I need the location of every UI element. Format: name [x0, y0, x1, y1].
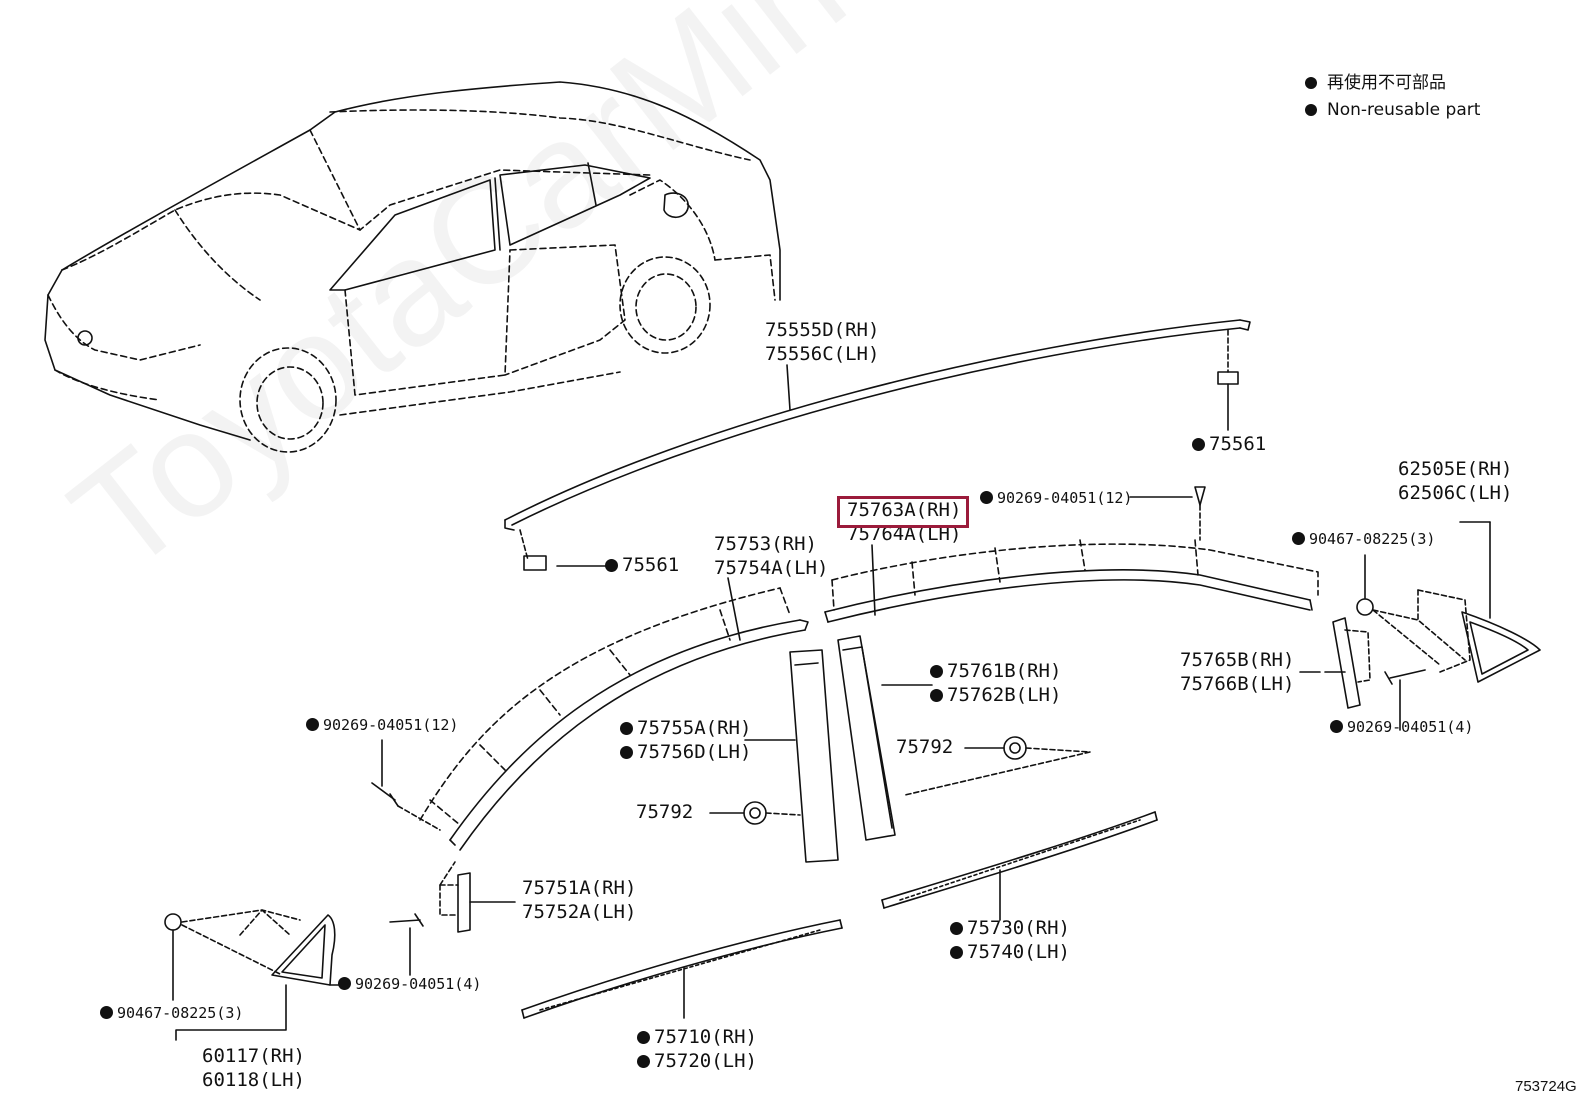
legend-ja-text: 再使用不可部品 [1327, 73, 1446, 93]
label-90269-top[interactable]: 90269-04051(12) [980, 486, 1132, 510]
non-reusable-dot-icon [637, 1055, 650, 1068]
non-reusable-dot-icon [1330, 720, 1343, 733]
rear-belt-molding-75730 [881, 811, 1158, 909]
rear-door-frame-molding [824, 569, 1313, 623]
non-reusable-dot-icon [950, 946, 963, 959]
non-reusable-dot-icon [620, 722, 633, 735]
front-pillar-piece-75751 [457, 872, 471, 933]
clip-75561-left [523, 555, 547, 571]
label-75561-left[interactable]: 75561 [605, 553, 679, 577]
non-reusable-dot-icon [1292, 532, 1305, 545]
label-75761-lh: 75762B(LH) [947, 684, 1062, 706]
legend-ja: 再使用不可部品 [1305, 70, 1480, 97]
figure-number: 753724G [1515, 1078, 1577, 1095]
label-90269-left[interactable]: 90269-04051(12) [306, 713, 458, 737]
label-75792-right-text: 75792 [896, 736, 954, 758]
non-reusable-dot-icon [306, 718, 319, 731]
label-90269-left-text: 90269-04051(12) [323, 716, 459, 734]
label-90467-right[interactable]: 90467-08225(3) [1292, 527, 1435, 551]
label-75555-rh: 75555D(RH) [765, 319, 880, 341]
label-75753-rh: 75753(RH) [714, 533, 817, 555]
label-90467-left[interactable]: 90467-08225(3) [100, 1001, 243, 1025]
label-75763-rh: 75763A(RH) [847, 499, 962, 521]
label-60117-lh: 60118(LH) [202, 1069, 305, 1091]
non-reusable-dot-icon [338, 977, 351, 990]
front-door-frame-molding [449, 619, 809, 851]
label-75761[interactable]: 75761B(RH)75762B(LH) [930, 659, 1061, 707]
label-90269-right-text: 90269-04051(4) [1347, 718, 1474, 736]
label-75730-rh: 75730(RH) [967, 917, 1070, 939]
label-75561-top[interactable]: 75561 [1192, 432, 1266, 456]
label-75710-rh: 75710(RH) [654, 1026, 757, 1048]
clip-90467-right [1356, 598, 1374, 616]
label-75751-rh: 75751A(RH) [522, 877, 637, 899]
label-90269-bottom-text: 90269-04051(4) [355, 975, 482, 993]
non-reusable-dot-icon [1305, 77, 1317, 89]
label-75755[interactable]: 75755A(RH)75756D(LH) [620, 716, 751, 764]
car-outline-illustration [44, 81, 781, 453]
label-75710[interactable]: 75710(RH)75720(LH) [637, 1025, 757, 1073]
label-62505[interactable]: 62505E(RH)62506C(LH) [1398, 457, 1512, 505]
label-75792-left[interactable]: 75792 [636, 800, 693, 824]
rear-pillar-piece-75765 [1332, 617, 1361, 709]
non-reusable-dot-icon [1192, 438, 1205, 451]
pillar-garnish-75761 [837, 635, 896, 841]
non-reusable-dot-icon [620, 746, 633, 759]
label-75792-right[interactable]: 75792 [896, 735, 953, 759]
label-75710-lh: 75720(LH) [654, 1050, 757, 1072]
label-75555[interactable]: 75555D(RH)75556C(LH) [765, 318, 879, 366]
non-reusable-dot-icon [605, 559, 618, 572]
label-75765-lh: 75766B(LH) [1180, 673, 1295, 695]
label-62505-lh: 62506C(LH) [1398, 482, 1513, 504]
label-75730[interactable]: 75730(RH)75740(LH) [950, 916, 1070, 964]
label-75751[interactable]: 75751A(RH)75752A(LH) [522, 876, 636, 924]
label-75751-lh: 75752A(LH) [522, 901, 637, 923]
non-reusable-dot-icon [100, 1006, 113, 1019]
label-75792-left-text: 75792 [636, 801, 694, 823]
label-75765[interactable]: 75765B(RH)75766B(LH) [1180, 648, 1294, 696]
label-75753-lh: 75754A(LH) [714, 557, 829, 579]
non-reusable-dot-icon [637, 1031, 650, 1044]
label-90269-bottom[interactable]: 90269-04051(4) [338, 972, 481, 996]
label-90269-right[interactable]: 90269-04051(4) [1330, 715, 1473, 739]
clip-75561-top [1217, 371, 1239, 385]
label-60117[interactable]: 60117(RH)60118(LH) [202, 1044, 305, 1092]
label-75753[interactable]: 75753(RH)75754A(LH) [714, 532, 828, 580]
non-reusable-dot-icon [930, 665, 943, 678]
label-90467-right-text: 90467-08225(3) [1309, 530, 1436, 548]
clip-75792-right [1003, 736, 1027, 760]
non-reusable-dot-icon [1305, 104, 1317, 116]
label-75555-lh: 75556C(LH) [765, 343, 880, 365]
non-reusable-dot-icon [950, 922, 963, 935]
label-75765-rh: 75765B(RH) [1180, 649, 1295, 671]
label-75763[interactable]: 75763A(RH)75764A(LH) [847, 498, 961, 546]
pillar-garnish-75755 [789, 649, 839, 863]
label-62505-rh: 62505E(RH) [1398, 458, 1513, 480]
label-60117-rh: 60117(RH) [202, 1045, 305, 1067]
legend: 再使用不可部品 Non-reusable part [1305, 70, 1480, 124]
label-75755-lh: 75756D(LH) [637, 741, 752, 763]
highlight-box-75763 [837, 496, 969, 528]
clip-90467-left [164, 913, 182, 931]
legend-en-text: Non-reusable part [1327, 100, 1481, 120]
label-90467-left-text: 90467-08225(3) [117, 1004, 244, 1022]
label-75561-top-text: 75561 [1209, 433, 1267, 455]
label-90269-top-text: 90269-04051(12) [997, 489, 1133, 507]
non-reusable-dot-icon [930, 689, 943, 702]
label-75755-rh: 75755A(RH) [637, 717, 752, 739]
label-75763-lh: 75764A(LH) [847, 523, 962, 545]
legend-en: Non-reusable part [1305, 97, 1480, 124]
front-corner-piece-60117 [271, 914, 336, 986]
front-belt-molding-75710 [521, 919, 843, 1019]
label-75761-rh: 75761B(RH) [947, 660, 1062, 682]
roof-drip-molding [504, 319, 1251, 531]
label-75730-lh: 75740(LH) [967, 941, 1070, 963]
quarter-window-62505 [1461, 611, 1541, 683]
clip-75792-left [743, 801, 767, 825]
label-75561-left-text: 75561 [622, 554, 680, 576]
non-reusable-dot-icon [980, 491, 993, 504]
